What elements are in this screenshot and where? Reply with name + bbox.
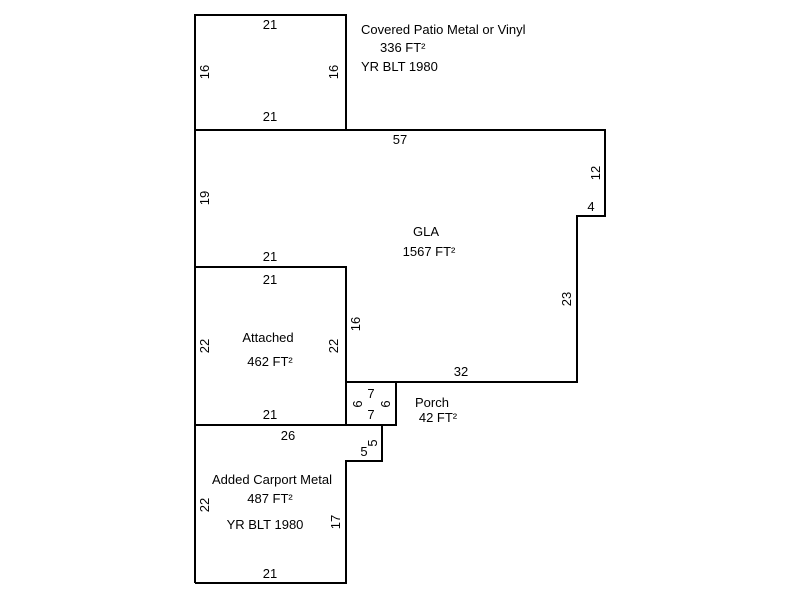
- patio-year: YR BLT 1980: [361, 59, 438, 74]
- attached-area: 462 FT²: [247, 354, 293, 369]
- porch-dim-left: 6: [350, 400, 365, 407]
- porch-area: 42 FT²: [419, 410, 458, 425]
- attached-dim-bottom: 21: [263, 407, 277, 422]
- gla-dim-inner-right: 16: [348, 317, 363, 331]
- carport-dim-step-v: 5: [365, 439, 380, 446]
- gla-area: 1567 FT²: [403, 244, 456, 259]
- attached-dim-right: 22: [326, 339, 341, 353]
- carport-outline: [195, 425, 383, 584]
- porch-dim-right: 6: [378, 400, 393, 407]
- patio-name: Covered Patio Metal or Vinyl: [361, 22, 526, 37]
- carport-dim-bottom: 21: [263, 566, 277, 581]
- carport-dim-right: 17: [328, 515, 343, 529]
- porch-outline: [346, 381, 397, 426]
- gla-dim-bottom: 32: [454, 364, 468, 379]
- patio-area: 336 FT²: [380, 40, 426, 55]
- carport-dim-left: 22: [197, 498, 212, 512]
- gla-dim-inner-bottom: 21: [263, 249, 277, 264]
- gla-dim-left: 19: [197, 191, 212, 205]
- carport-year: YR BLT 1980: [227, 517, 304, 532]
- carport-area: 487 FT²: [247, 491, 293, 506]
- porch-name: Porch: [415, 395, 449, 410]
- attached-dim-top: 21: [263, 272, 277, 287]
- gla-name: GLA: [413, 224, 439, 239]
- carport-dim-step-h: 5: [360, 444, 367, 459]
- gla-dim-right: 12: [588, 166, 603, 180]
- patio-dim-left: 16: [197, 65, 212, 79]
- gla-dim-top: 57: [393, 132, 407, 147]
- carport-name: Added Carport Metal: [212, 472, 332, 487]
- carport-dim-top: 26: [281, 428, 295, 443]
- patio-dim-bottom: 21: [263, 109, 277, 124]
- patio-dim-top: 21: [263, 17, 277, 32]
- patio-dim-right: 16: [326, 65, 341, 79]
- gla-dim-notch: 4: [587, 199, 594, 214]
- gla-outline: [195, 129, 606, 383]
- porch-dim-top: 7: [367, 386, 374, 401]
- porch-dim-bottom: 7: [367, 407, 374, 422]
- attached-name: Attached: [242, 330, 293, 345]
- gla-dim-right-lower: 23: [559, 292, 574, 306]
- attached-dim-left: 22: [197, 339, 212, 353]
